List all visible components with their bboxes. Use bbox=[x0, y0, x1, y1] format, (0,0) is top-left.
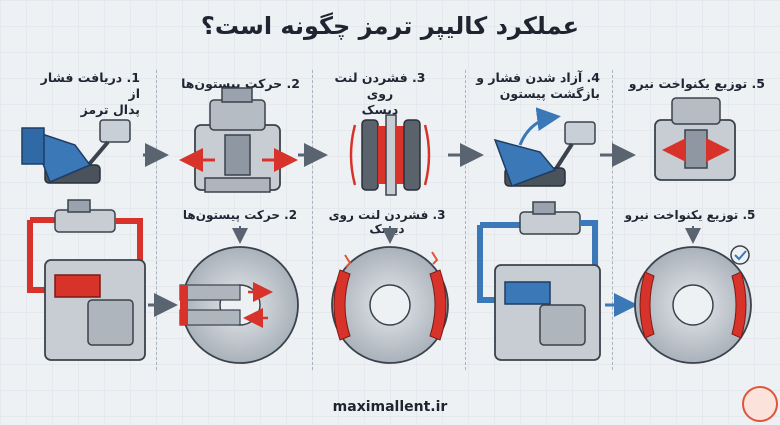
step-4-label-bottom: بازگشت پیستون bbox=[499, 86, 600, 101]
step-5-label: 5. توزیع یکنواخت نیرو bbox=[615, 76, 765, 92]
caliper-icon bbox=[179, 87, 298, 193]
step-2-label: 2. حرکت پیستون‌ها bbox=[170, 76, 300, 92]
pedal-release-icon bbox=[493, 107, 596, 187]
divider-2 bbox=[312, 70, 313, 370]
brand-logo-icon bbox=[742, 386, 778, 422]
step-5-label-top: 5. توزیع یکنواخت نیرو bbox=[628, 76, 765, 91]
step-1-label-top: 1. دریافت فشار از bbox=[40, 70, 140, 101]
disc-balanced-icon bbox=[634, 245, 752, 364]
disc-pistons-icon bbox=[179, 246, 299, 364]
step-4-label-top: 4. آزاد شدن فشار و bbox=[476, 70, 600, 85]
pedal-icon bbox=[21, 119, 131, 184]
footer-website[interactable]: maximallent.ir bbox=[332, 399, 448, 415]
disc-pads-icon bbox=[331, 246, 449, 364]
step-1-label-bottom: پدال ترمز bbox=[80, 102, 140, 117]
page-title: عملکرد کالیپر ترمز چگونه است؟ bbox=[200, 12, 580, 40]
brake-pads-icon bbox=[349, 114, 431, 196]
step-3-label: 3. فشردن لنت روی دیسک bbox=[320, 70, 440, 118]
step-1-label: 1. دریافت فشار از پدال ترمز bbox=[30, 70, 140, 118]
divider-4 bbox=[612, 70, 613, 370]
master-cylinder-red-icon bbox=[27, 199, 146, 361]
step-3-label-bottom: دیسک bbox=[361, 102, 399, 117]
step-3-label-top: 3. فشردن لنت روی bbox=[334, 70, 426, 101]
mid-label-pistons: 2. حرکت پیستون‌ها bbox=[182, 208, 298, 222]
divider-1 bbox=[156, 70, 157, 370]
caliper-balanced-icon bbox=[654, 97, 736, 181]
step-4-label: 4. آزاد شدن فشار و بازگشت پیستون bbox=[470, 70, 600, 102]
master-cylinder-blue-icon bbox=[477, 201, 601, 361]
step-2-label-top: 2. حرکت پیستون‌ها bbox=[181, 76, 300, 91]
mid-label-force: 5. توزیع یکنواخت نیرو bbox=[624, 208, 756, 222]
divider-3 bbox=[465, 70, 466, 370]
